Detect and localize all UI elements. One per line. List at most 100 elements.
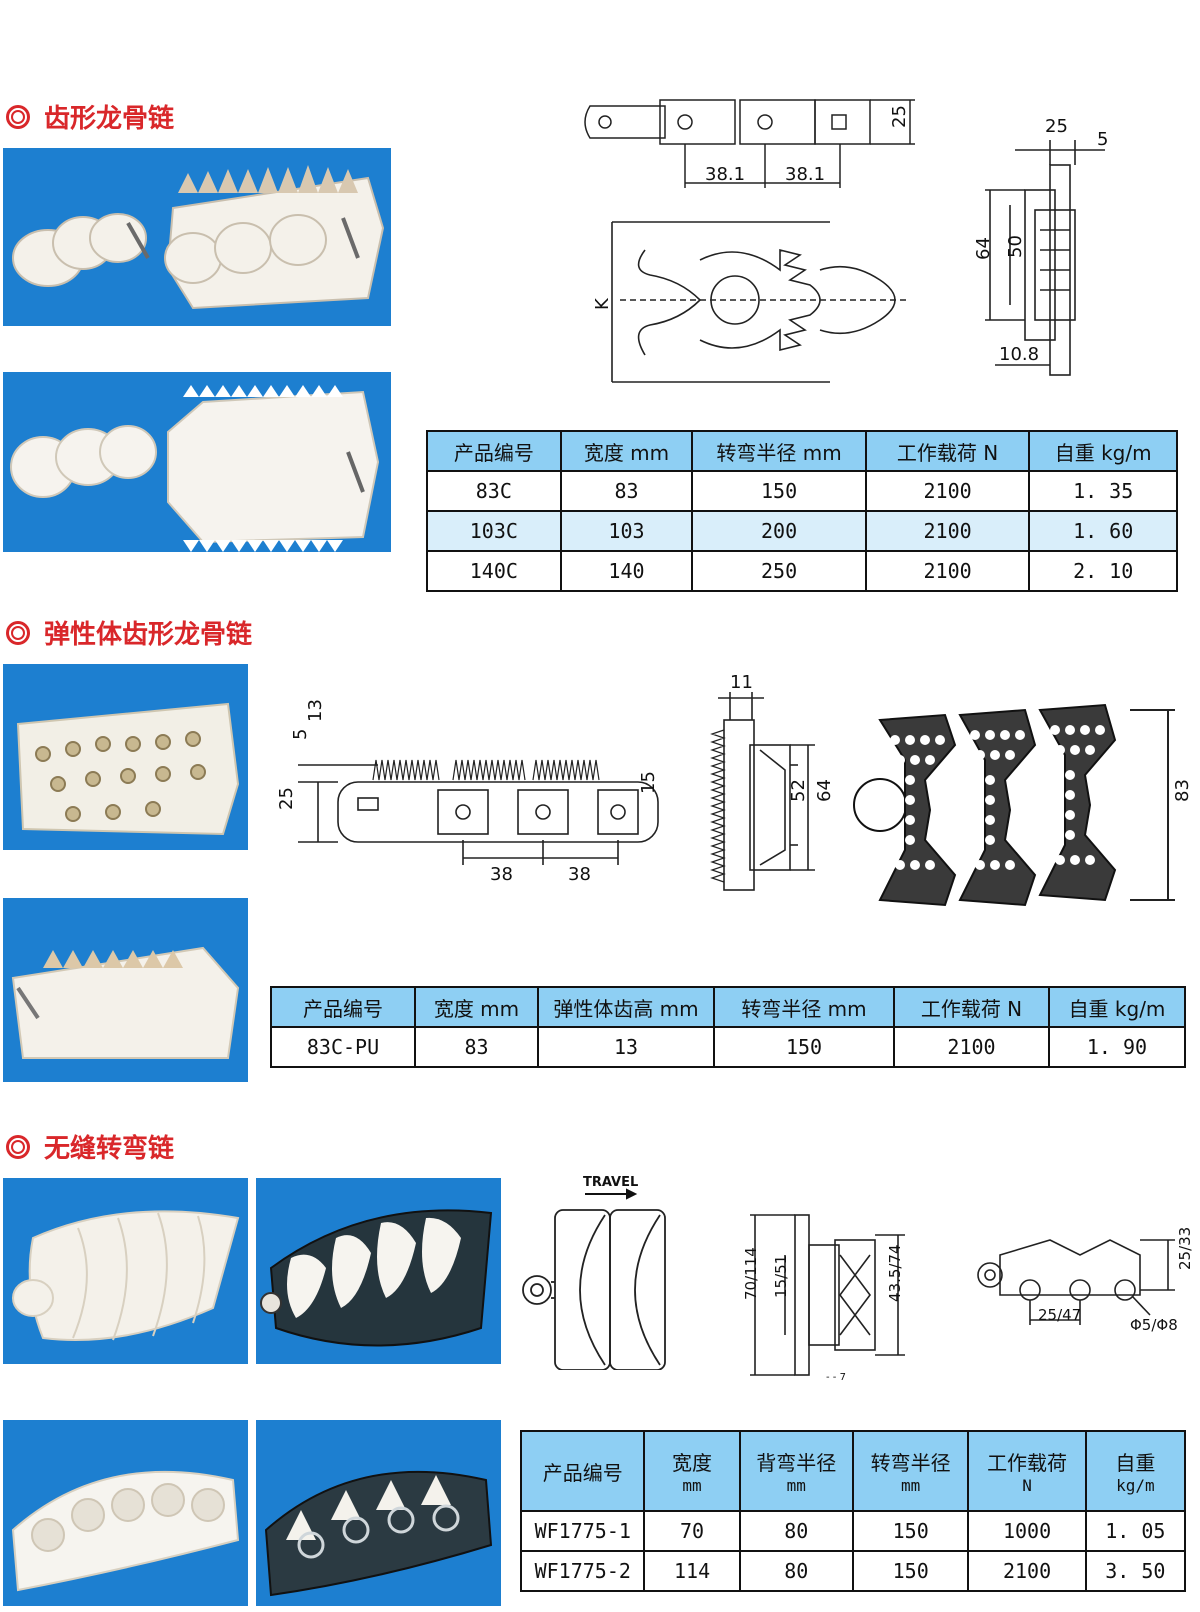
table-cell: 250	[691, 550, 867, 592]
table-row: 103C 103 200 2100 1. 60	[426, 510, 1178, 552]
product-photo-pu-chain-top	[3, 664, 248, 850]
dim-gap: 5	[290, 729, 311, 740]
table-cell: 200	[691, 510, 867, 552]
table-cell: 1. 60	[1028, 510, 1178, 552]
table-header-sub: mm	[901, 1476, 921, 1495]
table-header-sub: mm	[682, 1476, 702, 1495]
table-cell: 2. 10	[1028, 550, 1178, 592]
table-header: 自重 kg/m	[1048, 986, 1186, 1028]
table-header-main: 宽度	[672, 1451, 713, 1475]
section-title-3: 无缝转弯链	[6, 1128, 174, 1165]
drawing-pu-chain-top: 83	[850, 700, 1190, 915]
table-cell: 1. 05	[1084, 1510, 1187, 1552]
dim-pitch-2: 38	[568, 864, 591, 885]
table-cell: 150	[851, 1510, 970, 1552]
table-row: 140C 140 250 2100 2. 10	[426, 550, 1178, 592]
dim-side-bottom: 10.8	[999, 344, 1039, 365]
dim-pitch-1: 38.1	[705, 164, 745, 185]
stray-mark: - - 7	[826, 1372, 846, 1383]
section-title-text: 齿形龙骨链	[44, 104, 175, 134]
table-header: 工作载荷 N	[864, 430, 1031, 472]
product-photo-seamless-white-bottom	[3, 1420, 248, 1606]
section-title-1: 齿形龙骨链	[6, 98, 174, 135]
table-header-sub: kg/m	[1116, 1476, 1155, 1495]
dim-side-outer: 64	[973, 237, 994, 260]
dim-side-inner: 50	[1005, 235, 1026, 258]
table-cell: 1. 90	[1048, 1026, 1186, 1068]
table-header: 工作载荷 N	[893, 986, 1050, 1028]
table-header-main: 转弯半径	[870, 1451, 951, 1475]
spec-table-3: 产品编号 宽度 mm 背弯半径 mm 转弯半径 mm 工作载荷 N 自重 kg/…	[519, 1430, 1187, 1592]
drawing-seamless-front: 25/47 25/33 Φ5/Φ8	[960, 1220, 1192, 1340]
table-cell: 83C	[426, 470, 562, 512]
table-header: 自重 kg/m	[1084, 1430, 1187, 1512]
table-row: WF1775-2 114 80 150 2100 3. 50	[519, 1550, 1187, 1592]
table-cell: 140C	[426, 550, 562, 592]
table-cell: 70	[643, 1510, 741, 1552]
spec-table-2: 产品编号 宽度 mm 弹性体齿高 mm 转弯半径 mm 工作载荷 N 自重 kg…	[270, 986, 1186, 1068]
table-header: 工作载荷 N	[967, 1430, 1087, 1512]
table-header: 宽度 mm	[414, 986, 539, 1028]
table-cell: WF1775-2	[519, 1550, 646, 1592]
table-cell: WF1775-1	[519, 1510, 646, 1552]
dim-inner: 15/51	[772, 1255, 790, 1298]
table-header-main: 产品编号	[542, 1460, 623, 1485]
product-photo-chain-top	[3, 148, 391, 326]
table-cell: 2100	[864, 510, 1031, 552]
section-title-text: 无缝转弯链	[44, 1134, 175, 1164]
table-cell: 140	[559, 550, 694, 592]
dim-k-label: K	[592, 297, 613, 310]
dim-tooth: 13	[305, 699, 326, 722]
dim-width: 70/114	[742, 1247, 760, 1300]
drawing-seamless-top: TRAVEL	[515, 1170, 700, 1370]
dim-side-top: 25	[1045, 116, 1068, 137]
circle-bullet-icon	[6, 620, 30, 645]
table-cell: 150	[713, 1026, 895, 1068]
table-header: 产品编号	[270, 986, 416, 1028]
drawing-chain-plan-view: K	[590, 210, 930, 390]
section-title-2: 弹性体齿形龙骨链	[6, 614, 252, 651]
table-header: 转弯半径 mm	[713, 986, 895, 1028]
circle-bullet-icon	[6, 1134, 30, 1159]
table-cell: 13	[537, 1026, 715, 1068]
table-cell: 80	[738, 1510, 854, 1552]
table-cell: 150	[851, 1550, 970, 1592]
table-header: 自重 kg/m	[1028, 430, 1178, 472]
table-cell: 3. 50	[1084, 1550, 1187, 1592]
dim-end-inner: 52	[788, 779, 809, 802]
table-header: 宽度 mm	[643, 1430, 741, 1512]
table-header-sub: mm	[786, 1476, 806, 1495]
product-photo-seamless-dark-bottom	[256, 1420, 501, 1606]
product-photo-pu-chain-bottom	[3, 898, 248, 1082]
table-cell: 103	[559, 510, 694, 552]
table-cell: 2100	[864, 550, 1031, 592]
table-header-main: 工作载荷	[987, 1451, 1068, 1475]
table-cell: 83	[559, 470, 694, 512]
dim-end-top: 11	[730, 672, 753, 693]
table-header: 转弯半径 mm	[691, 430, 867, 472]
drawing-pu-chain-side: 13 5 25 15 38 38	[278, 690, 678, 890]
dim-height-2: 25	[278, 787, 297, 810]
table-header: 弹性体齿高 mm	[537, 986, 715, 1028]
dim-height: 25	[889, 105, 910, 128]
dim-side-right: 5	[1097, 129, 1108, 150]
table-row: 83C 83 150 2100 1. 35	[426, 470, 1178, 512]
section-title-text: 弹性体齿形龙骨链	[44, 620, 253, 650]
dim-pitch-3: 25/47	[1038, 1306, 1081, 1324]
drawing-chain-top-view: 38.1 38.1 25	[570, 88, 930, 198]
table-row: WF1775-1 70 80 150 1000 1. 05	[519, 1510, 1187, 1552]
product-photo-seamless-dark-top	[256, 1178, 501, 1364]
drawing-chain-side-view: 25 5 64 50 10.8	[955, 110, 1130, 380]
product-photo-chain-bottom	[3, 372, 391, 552]
table-cell: 1000	[967, 1510, 1087, 1552]
table-cell: 2100	[864, 470, 1031, 512]
table-cell: 2100	[893, 1026, 1050, 1068]
table-cell: 150	[691, 470, 867, 512]
table-header: 背弯半径 mm	[738, 1430, 854, 1512]
table-cell: 1. 35	[1028, 470, 1178, 512]
table-cell: 103C	[426, 510, 562, 552]
table-header: 产品编号	[426, 430, 562, 472]
table-header: 转弯半径 mm	[851, 1430, 970, 1512]
table-header-main: 自重	[1115, 1451, 1156, 1475]
table-header-main: 背弯半径	[756, 1451, 837, 1475]
